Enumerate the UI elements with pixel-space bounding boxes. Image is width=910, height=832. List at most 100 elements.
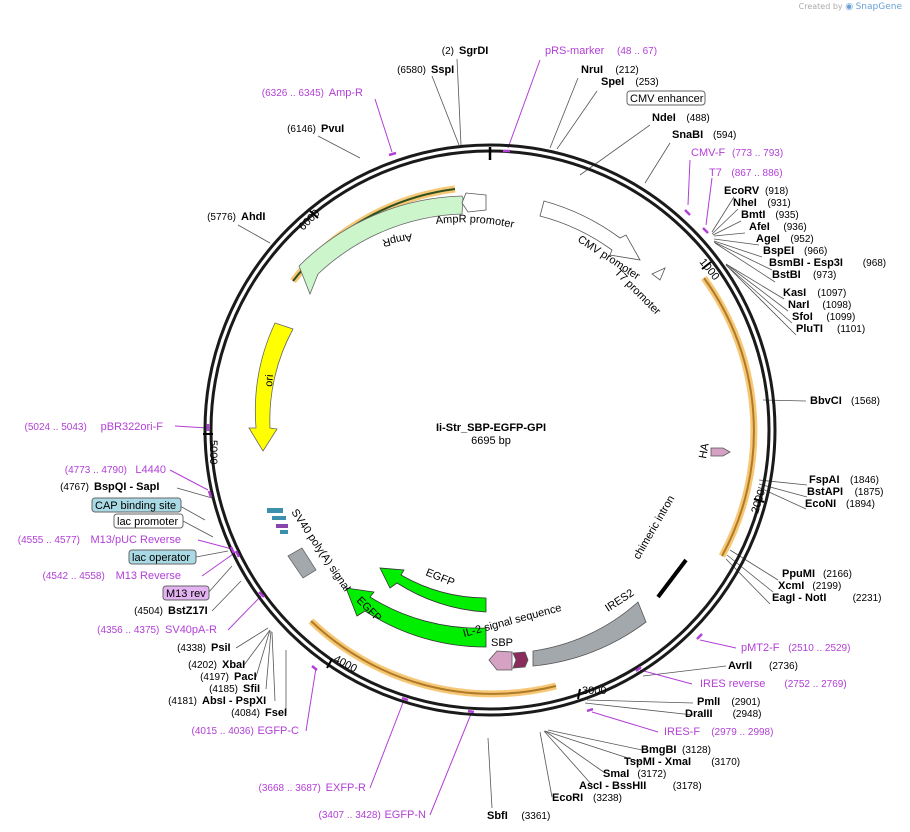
enzyme-position: (3170) bbox=[711, 757, 740, 768]
enzyme-site-sbfi: SbfI(3361) bbox=[487, 810, 550, 822]
enzyme-position: (1568) bbox=[851, 396, 880, 407]
enzyme-position: (1875) bbox=[855, 487, 884, 498]
enzyme-name: SnaBI bbox=[672, 129, 703, 141]
enzyme-name: BbvCI bbox=[810, 395, 842, 407]
enzyme-position: (2231) bbox=[853, 593, 882, 604]
enzyme-position: (4197) bbox=[200, 672, 229, 683]
enzyme-site-fsei: (4084)FseI bbox=[231, 707, 287, 719]
enzyme-name: PacI bbox=[234, 671, 257, 683]
enzyme-name: SmaI bbox=[603, 768, 629, 780]
enzyme-name: PsiI bbox=[211, 642, 231, 654]
enzyme-name: AscI - BssHII bbox=[579, 780, 646, 792]
primer-position: (867 .. 886) bbox=[731, 168, 782, 179]
il2-signal-feature bbox=[512, 651, 529, 669]
ha-feature bbox=[710, 447, 731, 457]
t7-promoter-feature bbox=[651, 267, 666, 281]
primer-egfp-c: EGFP-C(4015 .. 4036) bbox=[192, 725, 300, 737]
primer-position: (4542 .. 4558) bbox=[43, 571, 105, 582]
primer-position: (2752 .. 2769) bbox=[784, 679, 846, 690]
enzyme-site-nrui: NruI (212) bbox=[581, 64, 639, 76]
enzyme-site-ppumi: PpuMI(2166) bbox=[782, 568, 852, 580]
enzyme-position: (3128) bbox=[682, 745, 711, 756]
enzyme-position: (4767) bbox=[60, 482, 89, 493]
enzyme-site-spei: SpeI(253) bbox=[601, 76, 659, 88]
primer-name: pRS-marker bbox=[545, 45, 605, 57]
chimeric-intron-feature bbox=[656, 558, 688, 599]
primer-amp-r: Amp-R(6326 .. 6345) bbox=[262, 87, 363, 99]
enzyme-name: BstBI bbox=[772, 269, 801, 281]
primer-pbr322ori-f: pBR322ori-F(5024 .. 5043) bbox=[25, 421, 164, 433]
enzyme-name: SbfI bbox=[487, 810, 508, 822]
backbone-outer bbox=[203, 143, 777, 717]
ori-label: ori bbox=[263, 374, 276, 387]
enzyme-site-xcmi: XcmI(2199) bbox=[778, 580, 841, 592]
enzyme-name: EcoRI bbox=[552, 792, 583, 804]
enzyme-name: KasI bbox=[783, 287, 806, 299]
svg-text:M13 rev: M13 rev bbox=[166, 588, 206, 600]
enzyme-position: (1097) bbox=[817, 288, 846, 299]
primer-position: (773 .. 793) bbox=[732, 148, 783, 159]
enzyme-name: XcmI bbox=[778, 580, 804, 592]
enzyme-site-sfoi: SfoI(1099) bbox=[792, 311, 855, 323]
enzyme-name: SfoI bbox=[792, 311, 813, 323]
primer-cmv-f: CMV-F (773 .. 793) bbox=[691, 147, 783, 159]
svg-text:CMV enhancer: CMV enhancer bbox=[630, 93, 704, 105]
enzyme-position: (3172) bbox=[637, 769, 666, 780]
primer-name: EXFP-R bbox=[326, 782, 366, 794]
egfp-feature-outer bbox=[345, 587, 487, 648]
primer-m13-reverse: M13 Reverse(4542 .. 4558) bbox=[43, 570, 181, 582]
sbp-feature bbox=[488, 650, 513, 671]
enzyme-site-smai: SmaI (3172) bbox=[603, 768, 666, 780]
tick-label-5000: 5000 bbox=[207, 440, 219, 464]
enzyme-name: AvrII bbox=[728, 660, 752, 672]
ampr-promoter-feature bbox=[461, 192, 487, 213]
ori-feature bbox=[248, 322, 294, 452]
enzyme-site-ndei: NdeI(488) bbox=[652, 112, 710, 124]
enzyme-position: (212) bbox=[615, 65, 638, 76]
enzyme-site-kasi: KasI (1097) bbox=[783, 287, 846, 299]
enzyme-site-xbai: (4202)XbaI bbox=[188, 659, 245, 671]
enzyme-name: SgrDI bbox=[459, 45, 488, 57]
primer-egfp-n: EGFP-N(3407 .. 3428) bbox=[319, 809, 427, 821]
primer-labels: pRS-marker(48 .. 67) Amp-R(6326 .. 6345) C… bbox=[18, 45, 851, 821]
primer-name: M13/pUC Reverse bbox=[91, 534, 181, 546]
enzyme-name: PpuMI bbox=[782, 568, 815, 580]
ires2-feature bbox=[532, 601, 647, 667]
enzyme-name: PvuI bbox=[321, 123, 344, 135]
primer-name: IRES-F bbox=[664, 726, 700, 738]
svg-text:lac promoter: lac promoter bbox=[117, 516, 178, 528]
enzyme-site-bbvci: BbvCI (1568) bbox=[810, 395, 880, 407]
primer-pmt2-f: pMT2-F(2510 .. 2529) bbox=[741, 642, 850, 654]
enzyme-position: (3178) bbox=[673, 781, 702, 792]
lac-operator-box: lac operator bbox=[128, 549, 197, 565]
ha-label: HA bbox=[697, 442, 712, 460]
enzyme-site-avrii: AvrII(2736) bbox=[728, 660, 798, 672]
primer-sv40pa-r: SV40pA-R(4356 .. 4375) bbox=[97, 624, 217, 636]
enzyme-site-agei: AgeI(952) bbox=[756, 233, 814, 245]
enzyme-site-bstbi: BstBI(973) bbox=[772, 269, 836, 281]
primer-position: (4356 .. 4375) bbox=[97, 625, 159, 636]
primer-prs-marker: pRS-marker(48 .. 67) bbox=[545, 45, 657, 57]
snapgene-logo-icon: ◉ bbox=[845, 2, 854, 12]
cmv-enhancer-box: CMV enhancer bbox=[626, 90, 706, 106]
primer-position: (3668 .. 3687) bbox=[259, 783, 321, 794]
cds-highlight-strand bbox=[703, 277, 755, 557]
enzyme-site-pvui: (6146)PvuI bbox=[287, 123, 344, 135]
primer-name: CMV-F bbox=[691, 147, 726, 159]
cmv-promoter-feature bbox=[539, 200, 641, 261]
enzyme-name: EagI - NotI bbox=[772, 592, 826, 604]
svg-text:lac operator: lac operator bbox=[132, 552, 190, 564]
leader-lines bbox=[176, 58, 808, 809]
primer-leaders bbox=[169, 59, 737, 816]
enzyme-position: (488) bbox=[686, 113, 709, 124]
enzyme-position: (4084) bbox=[231, 708, 260, 719]
primer-position: (4015 .. 4036) bbox=[192, 726, 254, 737]
enzyme-name: NruI bbox=[581, 64, 603, 76]
enzyme-position: (1846) bbox=[850, 475, 879, 486]
enzyme-site-eagi-noti: EagI - NotI (2231) bbox=[772, 592, 882, 604]
enzyme-position: (966) bbox=[804, 246, 827, 257]
enzyme-position: (253) bbox=[635, 77, 658, 88]
primer-name: EGFP-N bbox=[384, 809, 426, 821]
